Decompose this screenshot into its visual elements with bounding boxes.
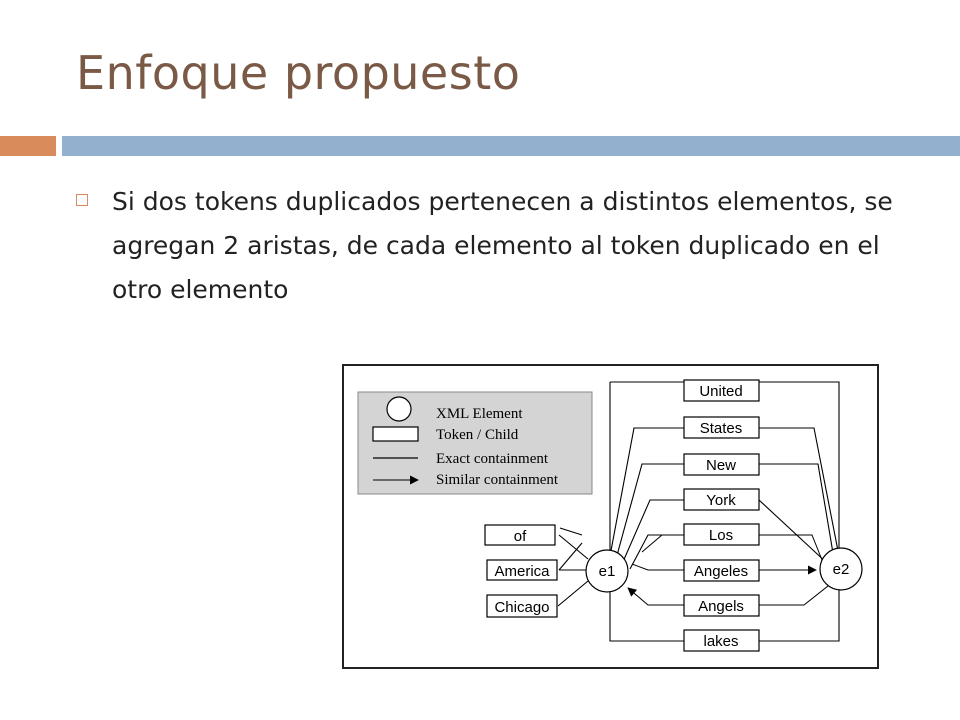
legend-token-child-label: Token / Child bbox=[436, 427, 519, 443]
legend-xml-element-label: XML Element bbox=[436, 406, 523, 422]
svg-text:America: America bbox=[494, 563, 550, 580]
node-e1: e1 bbox=[585, 549, 629, 593]
node-e2: e2 bbox=[819, 547, 863, 591]
svg-text:Angels: Angels bbox=[698, 598, 744, 615]
token-new: New bbox=[683, 453, 760, 476]
token-angeles: Angeles bbox=[683, 559, 760, 582]
svg-text:e2: e2 bbox=[833, 561, 850, 578]
svg-text:Los: Los bbox=[709, 527, 733, 544]
title-divider-bar bbox=[62, 136, 960, 156]
bullet-square-icon bbox=[76, 194, 88, 206]
legend-token-child-icon bbox=[372, 426, 419, 442]
token-lakes: lakes bbox=[683, 629, 760, 652]
token-angels: Angels bbox=[683, 594, 760, 617]
svg-text:New: New bbox=[706, 457, 736, 474]
left-token-of: of bbox=[484, 524, 556, 546]
edge-los-e2 bbox=[759, 534, 823, 561]
left-token-america: America bbox=[486, 559, 558, 581]
graph-diagram: XML Element Token / Child Exact containm… bbox=[342, 364, 879, 669]
edge-chicago-e1 bbox=[557, 580, 589, 607]
token-los: Los bbox=[683, 523, 760, 546]
svg-text:United: United bbox=[699, 383, 742, 400]
token-states: States bbox=[683, 416, 760, 439]
svg-text:of: of bbox=[514, 528, 527, 545]
svg-text:lakes: lakes bbox=[703, 633, 738, 650]
svg-text:York: York bbox=[706, 492, 736, 509]
legend-similar-containment-label: Similar containment bbox=[436, 472, 559, 488]
legend-xml-element-icon bbox=[386, 396, 412, 422]
edges-exact bbox=[558, 381, 840, 642]
edges-similar bbox=[627, 534, 817, 606]
svg-text:Chicago: Chicago bbox=[494, 599, 549, 616]
slide-title: Enfoque propuesto bbox=[76, 46, 521, 100]
svg-text:e1: e1 bbox=[599, 563, 616, 580]
token-united: United bbox=[683, 379, 760, 402]
legend: XML Element Token / Child Exact containm… bbox=[357, 391, 593, 495]
token-york: York bbox=[683, 488, 760, 511]
left-token-chicago: Chicago bbox=[486, 594, 558, 618]
bullet-text: Si dos tokens duplicados pertenecen a di… bbox=[112, 187, 893, 304]
legend-exact-containment-label: Exact containment bbox=[436, 451, 549, 467]
edge-of-e1 bbox=[558, 534, 589, 560]
svg-text:Angeles: Angeles bbox=[694, 563, 748, 580]
svg-text:States: States bbox=[700, 420, 743, 437]
title-accent-bar bbox=[0, 136, 56, 156]
